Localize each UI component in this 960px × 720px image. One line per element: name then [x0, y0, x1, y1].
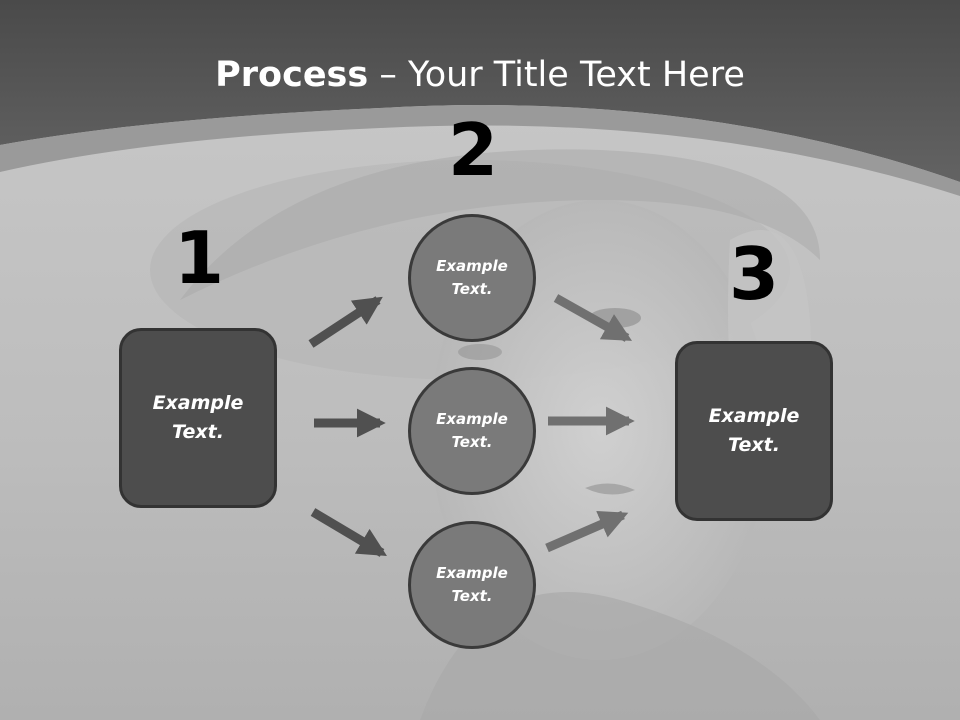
step-3-number: 3 [728, 232, 780, 316]
step-3-label: Example Text. [708, 405, 800, 456]
title-rest: – Your Title Text Here [368, 55, 745, 95]
step-2-circle-3-label: Example Text. [436, 564, 508, 605]
step-2-circle-2-label: Example Text. [436, 410, 508, 451]
arrow-2a-to-3 [553, 294, 633, 342]
step-2-circle-1-label: Example Text. [436, 257, 508, 298]
step-2-circle-1: Example Text. [408, 214, 536, 342]
arrow-1-to-2c [310, 508, 387, 557]
step-1-box: Example Text. [119, 328, 277, 508]
step-2-number: 2 [447, 108, 499, 192]
title-bold: Process [215, 55, 369, 95]
step-1-number: 1 [173, 216, 225, 300]
arrow-2c-to-3 [545, 510, 629, 553]
step-2-circle-3: Example Text. [408, 521, 536, 649]
step-2-circle-2: Example Text. [408, 367, 536, 495]
step-3-box: Example Text. [675, 341, 833, 521]
arrow-1-to-2a [308, 296, 383, 348]
step-1-label: Example Text. [152, 392, 244, 443]
slide-title: Process – Your Title Text Here [0, 52, 960, 98]
